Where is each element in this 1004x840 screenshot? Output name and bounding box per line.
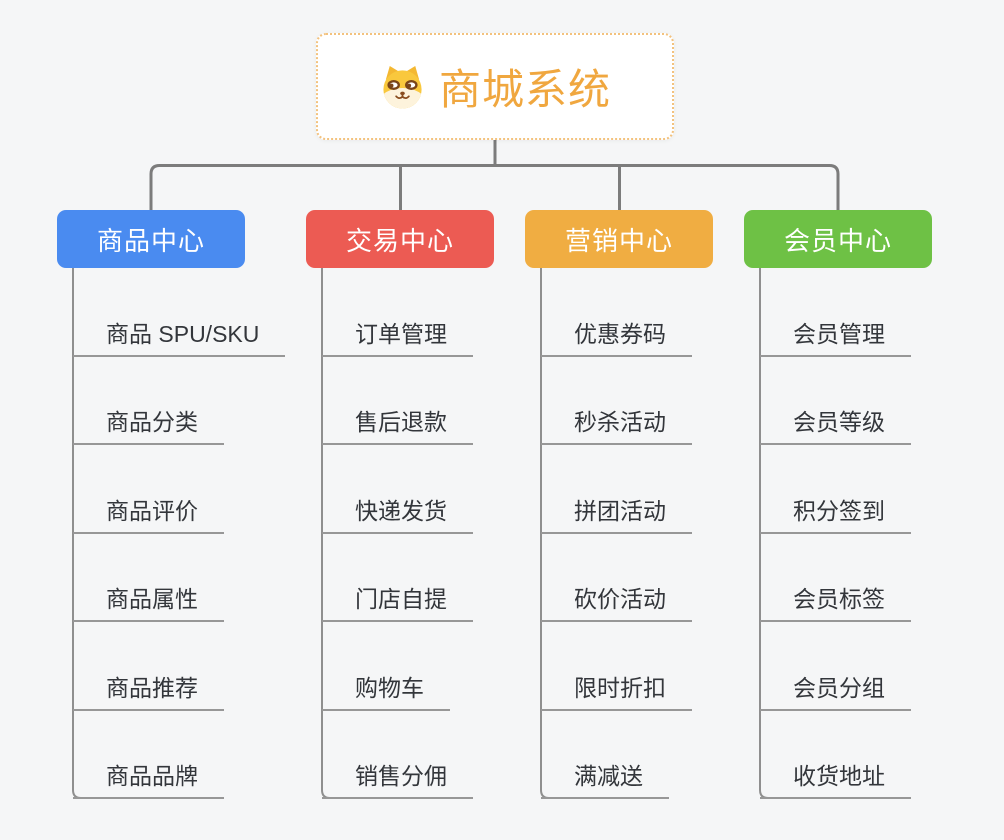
leaf-label: 收货地址 — [793, 763, 885, 789]
leaf-node[interactable]: 快递发货 — [322, 488, 473, 534]
leaf-label: 商品评价 — [106, 498, 198, 524]
leaf-node[interactable]: 售后退款 — [322, 399, 473, 445]
leaf-node[interactable]: 秒杀活动 — [541, 399, 692, 445]
leaf-node[interactable]: 拼团活动 — [541, 488, 692, 534]
leaf-label: 秒杀活动 — [574, 409, 666, 435]
leaf-label: 快递发货 — [355, 498, 447, 524]
leaf-label: 拼团活动 — [574, 498, 666, 524]
leaf-label: 商品属性 — [106, 586, 198, 612]
leaf-label: 订单管理 — [355, 321, 447, 347]
leaf-label: 商品分类 — [106, 409, 198, 435]
leaf-node[interactable]: 订单管理 — [322, 311, 473, 357]
leaf-node[interactable]: 商品分类 — [73, 399, 224, 445]
leaf-node[interactable]: 会员分组 — [760, 665, 911, 711]
root-node[interactable]: 商城系统 — [316, 33, 674, 140]
branch-node-marketing-center[interactable]: 营销中心 — [525, 210, 713, 268]
leaf-node[interactable]: 商品品牌 — [73, 753, 224, 799]
leaf-node[interactable]: 商品属性 — [73, 576, 224, 622]
leaf-node[interactable]: 限时折扣 — [541, 665, 692, 711]
leaf-label: 砍价活动 — [574, 586, 666, 612]
leaf-label: 会员分组 — [793, 675, 885, 701]
branch-label: 会员中心 — [783, 225, 892, 256]
leaf-node[interactable]: 满减送 — [541, 753, 669, 799]
leaf-node[interactable]: 商品评价 — [73, 488, 224, 534]
leaf-label: 门店自提 — [355, 586, 447, 612]
branch-label: 商品中心 — [96, 225, 205, 256]
leaf-label: 会员标签 — [793, 586, 885, 612]
leaf-node[interactable]: 会员管理 — [760, 311, 911, 357]
leaf-node[interactable]: 购物车 — [322, 665, 450, 711]
leaf-node[interactable]: 销售分佣 — [322, 753, 473, 799]
leaf-label: 购物车 — [355, 675, 424, 701]
branch-label: 交易中心 — [345, 225, 454, 256]
root-title: 商城系统 — [438, 66, 611, 113]
leaf-label: 满减送 — [574, 763, 643, 789]
leaf-label: 商品 SPU/SKU — [106, 321, 260, 347]
branch-node-trade-center[interactable]: 交易中心 — [306, 210, 494, 268]
branch-node-product-center[interactable]: 商品中心 — [57, 210, 245, 268]
leaf-node[interactable]: 门店自提 — [322, 576, 473, 622]
leaf-node[interactable]: 会员标签 — [760, 576, 911, 622]
leaf-node[interactable]: 会员等级 — [760, 399, 911, 445]
leaf-label: 积分签到 — [793, 498, 885, 524]
branch-bracket-connector — [149, 164, 840, 210]
leaf-node[interactable]: 商品推荐 — [73, 665, 224, 711]
leaf-label: 会员管理 — [793, 321, 885, 347]
leaf-label: 商品品牌 — [106, 763, 198, 789]
leaf-node[interactable]: 商品 SPU/SKU — [73, 311, 286, 357]
dog-face-icon — [383, 65, 422, 109]
leaf-label: 会员等级 — [793, 409, 885, 435]
leaf-label: 售后退款 — [355, 409, 447, 435]
leaf-label: 销售分佣 — [355, 763, 447, 789]
leaf-node[interactable]: 优惠券码 — [541, 311, 692, 357]
leaf-node[interactable]: 收货地址 — [760, 753, 911, 799]
branch-label: 营销中心 — [564, 225, 673, 256]
leaf-label: 商品推荐 — [106, 675, 198, 701]
leaf-label: 限时折扣 — [574, 675, 666, 701]
leaf-node[interactable]: 积分签到 — [760, 488, 911, 534]
branch-node-member-center[interactable]: 会员中心 — [744, 210, 932, 268]
leaf-node[interactable]: 砍价活动 — [541, 576, 692, 622]
leaf-label: 优惠券码 — [574, 321, 666, 347]
